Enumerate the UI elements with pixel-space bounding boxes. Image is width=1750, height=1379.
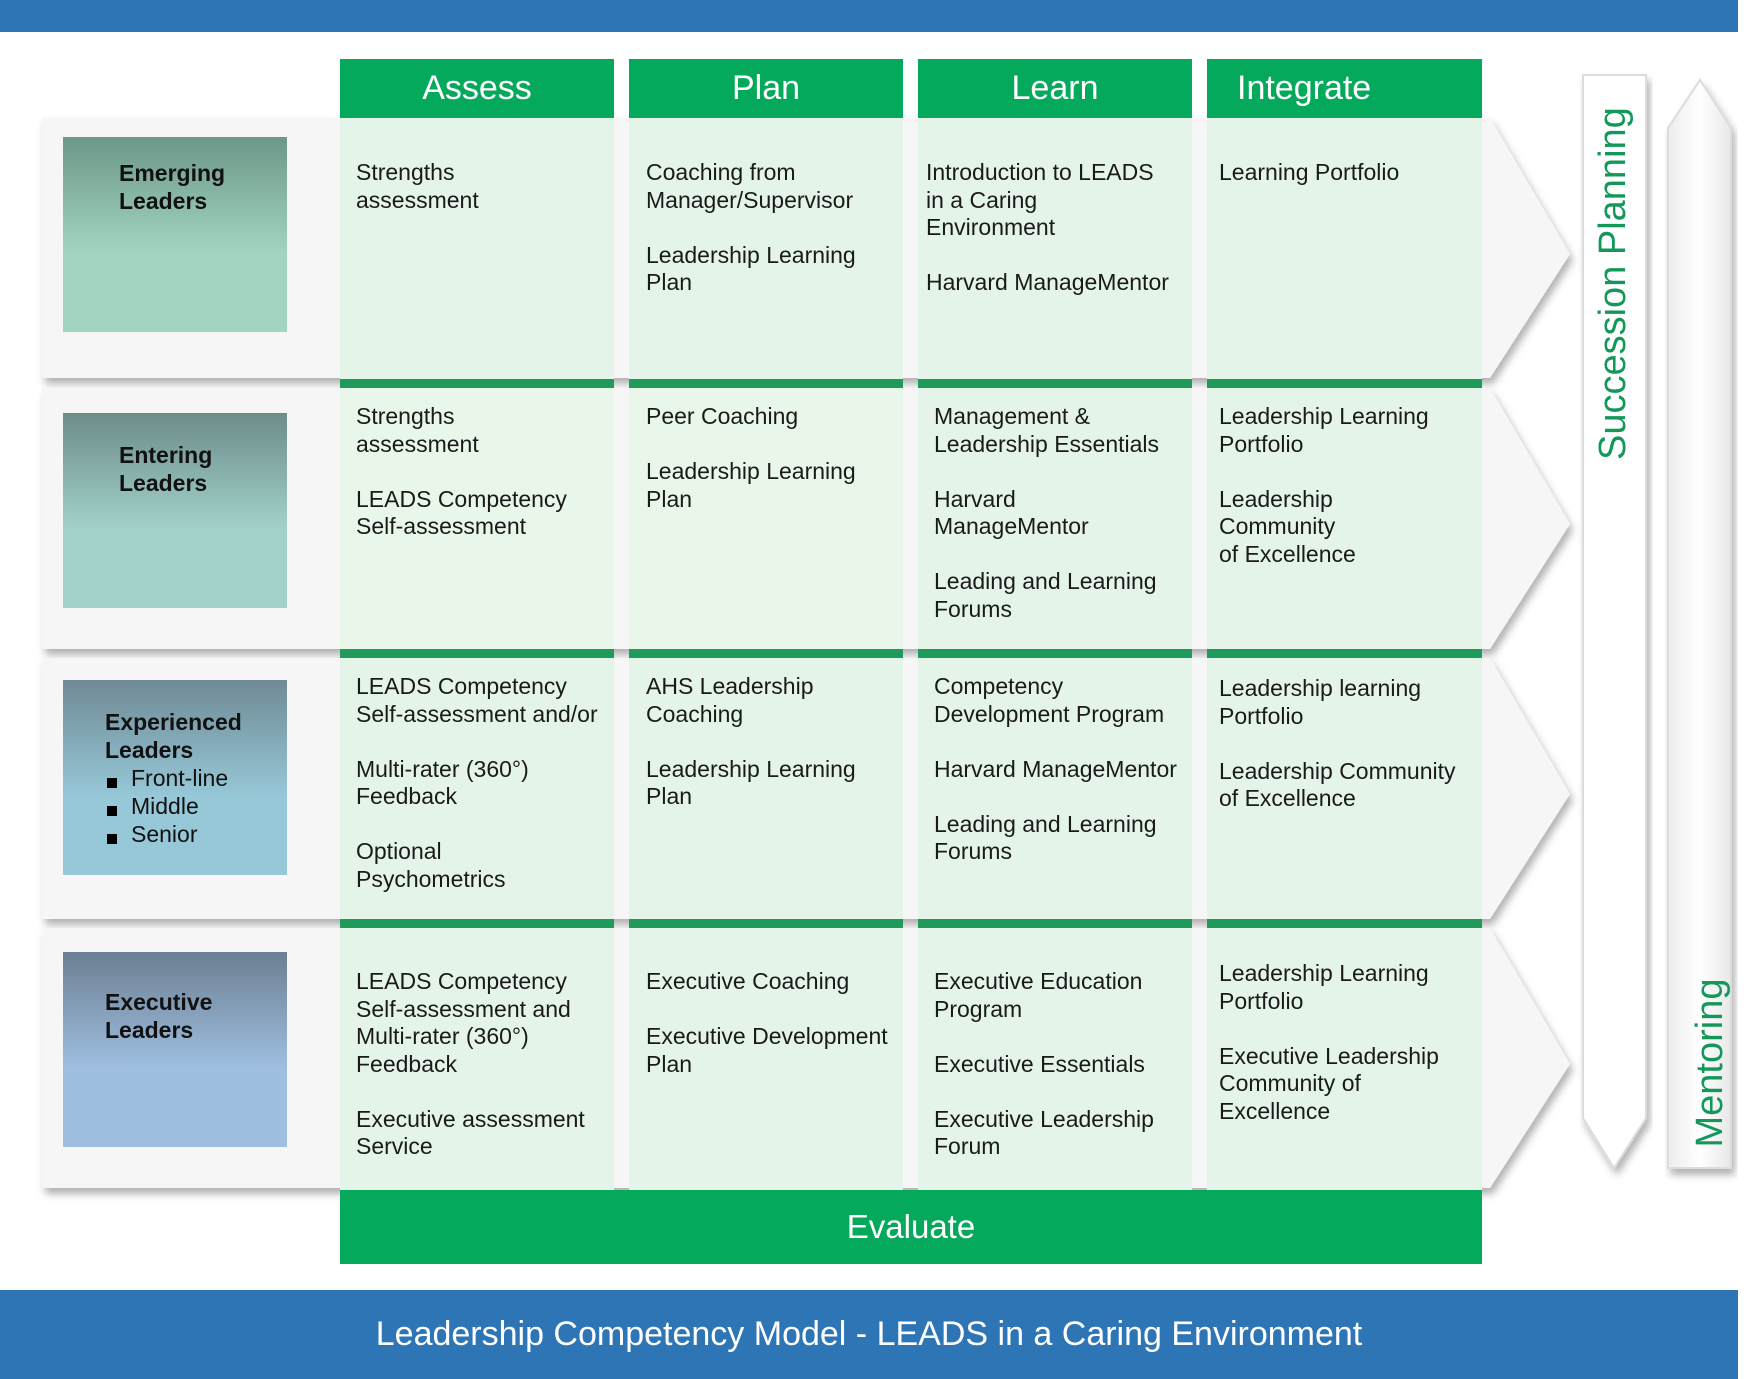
program-item: Learning Portfolio: [1219, 159, 1400, 185]
cell-bg: [1207, 650, 1482, 920]
cell-bg: [340, 118, 614, 380]
row-label-text: Entering Leaders: [119, 442, 213, 496]
cell-executive-learn: Executive Education Program Executive Es…: [934, 968, 1154, 1188]
row-separators: [340, 379, 1482, 928]
cell-bg: [340, 650, 614, 920]
cell-experienced-plan: AHS Leadership Coaching Leadership Learn…: [646, 673, 856, 838]
top-banner: [0, 0, 1738, 32]
cell-emerging-learn: Introduction to LEADS in a Caring Enviro…: [926, 159, 1169, 324]
row-label-emerging: Emerging Leaders: [63, 159, 287, 354]
row-label-box-emerging: [63, 137, 287, 332]
cell-executive-plan: Executive Coaching Executive Development…: [646, 968, 888, 1106]
program-item: Executive Coaching: [646, 968, 850, 994]
column-header-assess: Assess: [340, 59, 614, 118]
cell-entering-assess: Strengths assessment LEADS Competency Se…: [356, 403, 567, 568]
program-item: Executive Development Plan: [646, 1023, 888, 1077]
program-item: Leading and Learning Forums: [934, 810, 1157, 865]
program-item: Leadership Learning Plan: [646, 755, 856, 810]
column-cells: [340, 118, 1482, 1190]
program-item: Leadership Learning Portfolio: [1219, 960, 1429, 1014]
program-item: Strengths assessment: [356, 159, 479, 213]
cell-bg: [629, 920, 903, 1190]
program-item: LEADS Competency Self-assessment and Mul…: [356, 968, 571, 1077]
cell-bg: [1207, 380, 1482, 650]
mentoring-label: Mentoring: [1689, 978, 1731, 1148]
program-item: Leadership Learning Portfolio: [1219, 403, 1429, 457]
program-item: Optional Psychometrics: [356, 838, 506, 892]
program-item: Leadership Community of Excellence: [1219, 485, 1356, 567]
program-item: Peer Coaching: [646, 403, 799, 429]
program-item: Leadership Community of Excellence: [1219, 757, 1456, 812]
row-label-executive: Executive Leaders: [63, 988, 287, 1183]
program-item: Executive Leadership Community of Excell…: [1219, 1042, 1439, 1124]
program-item: Multi-rater (360°) Feedback: [356, 755, 529, 810]
row-label-box-experienced: [63, 680, 287, 875]
cell-bg: [340, 380, 614, 650]
cell-entering-plan: Peer Coaching Leadership Learning Plan: [646, 403, 856, 541]
program-item: Executive Education Program: [934, 968, 1143, 1022]
cell-bg: [629, 650, 903, 920]
program-item: Leadership learning Portfolio: [1219, 675, 1422, 729]
leader-level-item: Senior: [105, 820, 287, 848]
program-item: Leadership Learning Plan: [646, 458, 856, 512]
cell-experienced-integrate: Leadership learning Portfolio Leadership…: [1219, 675, 1456, 840]
program-item: Harvard ManageMentor: [926, 269, 1169, 295]
cell-bg: [918, 118, 1192, 380]
program-item: Executive assessment Service: [356, 1105, 585, 1160]
succession-planning-label: Succession Planning: [1592, 107, 1634, 460]
cell-emerging-integrate: Learning Portfolio: [1219, 159, 1399, 214]
row-label-text: Executive Leaders: [105, 989, 213, 1043]
program-item: AHS Leadership Coaching: [646, 673, 814, 727]
program-item: Management & Leadership Essentials: [934, 403, 1160, 457]
cell-bg: [340, 920, 614, 1190]
succession-planning-arrow: [1582, 74, 1647, 1170]
row-label-experienced: Experienced Leaders Front-line Middle Se…: [63, 708, 287, 903]
row-label-box-executive: [63, 952, 287, 1147]
program-item: Competency Development Program: [934, 673, 1165, 727]
program-item: LEADS Competency Self-assessment and/or: [356, 673, 598, 727]
leader-level-item: Middle: [105, 792, 287, 820]
program-item: Executive Essentials: [934, 1050, 1145, 1077]
leader-level-item: Front-line: [105, 764, 287, 792]
cell-executive-assess: LEADS Competency Self-assessment and Mul…: [356, 968, 585, 1188]
row-label-box-entering: [63, 413, 287, 608]
program-item: Coaching from Manager/Supervisor: [646, 159, 854, 213]
cell-bg: [918, 650, 1192, 920]
cell-bg: [629, 118, 903, 380]
program-item: Leadership Learning Plan: [646, 241, 856, 296]
program-item: Executive Leadership Forum: [934, 1105, 1154, 1160]
cell-bg: [918, 380, 1192, 650]
row-label-entering: Entering Leaders: [63, 441, 287, 636]
program-item: Strengths assessment: [356, 403, 479, 457]
cell-entering-integrate: Leadership Learning Portfolio Leadership…: [1219, 403, 1429, 596]
cell-experienced-learn: Competency Development Program Harvard M…: [934, 673, 1177, 893]
cell-executive-integrate: Leadership Learning Portfolio Executive …: [1219, 960, 1439, 1153]
program-item: Introduction to LEADS in a Caring Enviro…: [926, 159, 1154, 240]
cell-bg: [629, 380, 903, 650]
cell-experienced-assess: LEADS Competency Self-assessment and/or …: [356, 673, 598, 921]
column-header-integrate: Integrate: [1207, 59, 1482, 118]
program-item: Harvard ManageMentor: [934, 485, 1089, 540]
cell-entering-learn: Management & Leadership Essentials Harva…: [934, 403, 1159, 651]
cell-bg: [918, 920, 1192, 1190]
column-header-plan: Plan: [629, 59, 903, 118]
cell-bg: [1207, 118, 1482, 380]
cell-emerging-plan: Coaching from Manager/Supervisor Leaders…: [646, 159, 856, 324]
program-item: Harvard ManageMentor: [934, 755, 1177, 782]
row-label-text: Emerging Leaders: [119, 160, 226, 214]
cell-bg: [1207, 920, 1482, 1190]
evaluate-bar: Evaluate: [340, 1190, 1482, 1264]
leader-level-list: Front-line Middle Senior: [105, 764, 287, 848]
program-item: Leading and Learning Forums: [934, 568, 1157, 622]
row-label-text: Experienced Leaders: [105, 709, 242, 763]
cell-emerging-assess: Strengths assessment: [356, 159, 479, 242]
mentoring-arrow: [1667, 78, 1732, 1169]
column-header-learn: Learn: [918, 59, 1192, 118]
program-item: LEADS Competency Self-assessment: [356, 485, 567, 540]
footer-title: Leadership Competency Model - LEADS in a…: [0, 1290, 1738, 1379]
